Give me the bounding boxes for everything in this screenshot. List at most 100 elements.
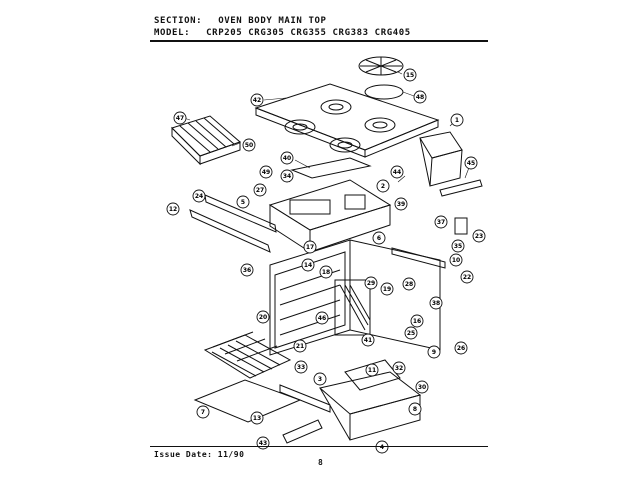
callout-number: 41: [364, 337, 372, 344]
callout-number: 26: [457, 345, 465, 352]
callout-23: 23: [472, 229, 486, 243]
drawer-rail: [279, 384, 331, 413]
callout-22: 22: [460, 270, 474, 284]
callout-circle: [196, 405, 210, 419]
callout-number: 30: [418, 384, 426, 391]
section-header: SECTION: OVEN BODY MAIN TOP: [154, 16, 327, 26]
callout-circle: [449, 253, 463, 267]
callout-circle: [372, 231, 386, 245]
callout-41: 41: [361, 333, 375, 347]
callout-circle: [319, 265, 333, 279]
bracket: [439, 179, 483, 197]
callout-24: 24: [192, 189, 206, 203]
main-top: [254, 83, 440, 158]
callout-44: 44: [390, 165, 404, 179]
model-header: MODEL: CRP205 CRG305 CRG355 CRG383 CRG40…: [154, 28, 411, 38]
callout-5: 5: [236, 195, 250, 209]
callout-35: 35: [451, 239, 465, 253]
callout-number: 50: [245, 142, 253, 149]
callout-circle: [173, 111, 187, 125]
callout-15: 15: [403, 68, 417, 82]
callout-28: 28: [402, 277, 416, 291]
callout-circle: [427, 345, 441, 359]
callout-number: 45: [467, 160, 475, 167]
callout-10: 10: [449, 253, 463, 267]
callout-number: 19: [383, 286, 391, 293]
callout-number: 39: [397, 201, 405, 208]
callout-circle: [450, 113, 464, 127]
callout-48: 48: [413, 90, 427, 104]
side-bracket: [391, 247, 446, 269]
callout-circle: [166, 202, 180, 216]
bottom-panel: [318, 371, 422, 441]
callout-number: 8: [413, 406, 417, 413]
callout-circle: [413, 90, 427, 104]
callout-number: 36: [243, 267, 251, 274]
callout-number: 38: [432, 300, 440, 307]
section-label: SECTION:: [154, 16, 203, 26]
callout-number: 12: [169, 206, 177, 213]
callout-number: 5: [241, 199, 245, 206]
issue-date: Issue Date: 11/90: [154, 450, 245, 459]
callout-4: 4: [375, 440, 389, 454]
callout-29: 29: [364, 276, 378, 290]
callout-circle: [250, 93, 264, 107]
callout-number: 33: [297, 364, 305, 371]
callout-number: 46: [318, 315, 326, 322]
callout-circle: [236, 195, 250, 209]
callout-circle: [253, 183, 267, 197]
callout-number: 13: [253, 415, 261, 422]
callout-circle: [454, 341, 468, 355]
callout-25: 25: [404, 326, 418, 340]
callout-circle: [242, 138, 256, 152]
callout-45: 45: [464, 156, 478, 170]
callout-circle: [294, 360, 308, 374]
callout-number: 3: [318, 376, 322, 383]
callout-number: 34: [283, 173, 291, 180]
side-rail: [189, 209, 271, 253]
callout-number: 7: [201, 409, 205, 416]
callout-circle: [403, 68, 417, 82]
callout-number: 22: [463, 274, 471, 281]
callout-49: 49: [259, 165, 273, 179]
callout-number: 9: [432, 349, 436, 356]
callout-circle: [250, 411, 264, 425]
callout-number: 1: [455, 117, 459, 124]
callout-number: 40: [283, 155, 291, 162]
callout-circle: [408, 402, 422, 416]
callout-circle: [256, 310, 270, 324]
callout-14: 14: [301, 258, 315, 272]
callout-circle: [364, 276, 378, 290]
callout-circle: [402, 277, 416, 291]
callout-number: 17: [306, 244, 314, 251]
callout-11: 11: [365, 363, 379, 377]
model-label: MODEL:: [154, 28, 191, 38]
callout-37: 37: [434, 215, 448, 229]
callout-34: 34: [280, 169, 294, 183]
callout-2: 2: [376, 179, 390, 193]
callout-circle: [376, 179, 390, 193]
callout-circle: [280, 151, 294, 165]
callout-circle: [375, 440, 389, 454]
callout-number: 35: [454, 243, 462, 250]
callout-number: 48: [416, 94, 424, 101]
callout-circle: [361, 333, 375, 347]
callout-circle: [404, 326, 418, 340]
callout-circle: [365, 363, 379, 377]
callout-circle: [434, 215, 448, 229]
callout-6: 6: [372, 231, 386, 245]
callout-40: 40: [280, 151, 294, 165]
callout-number: 20: [259, 314, 267, 321]
callout-circle: [301, 258, 315, 272]
callout-circle: [259, 165, 273, 179]
section-value: OVEN BODY MAIN TOP: [218, 16, 327, 26]
callout-3: 3: [313, 372, 327, 386]
callout-circle: [415, 380, 429, 394]
ring-part: [364, 84, 404, 100]
callout-circle: [460, 270, 474, 284]
callout-21: 21: [293, 339, 307, 353]
callout-number: 11: [368, 367, 376, 374]
callout-number: 6: [377, 235, 381, 242]
